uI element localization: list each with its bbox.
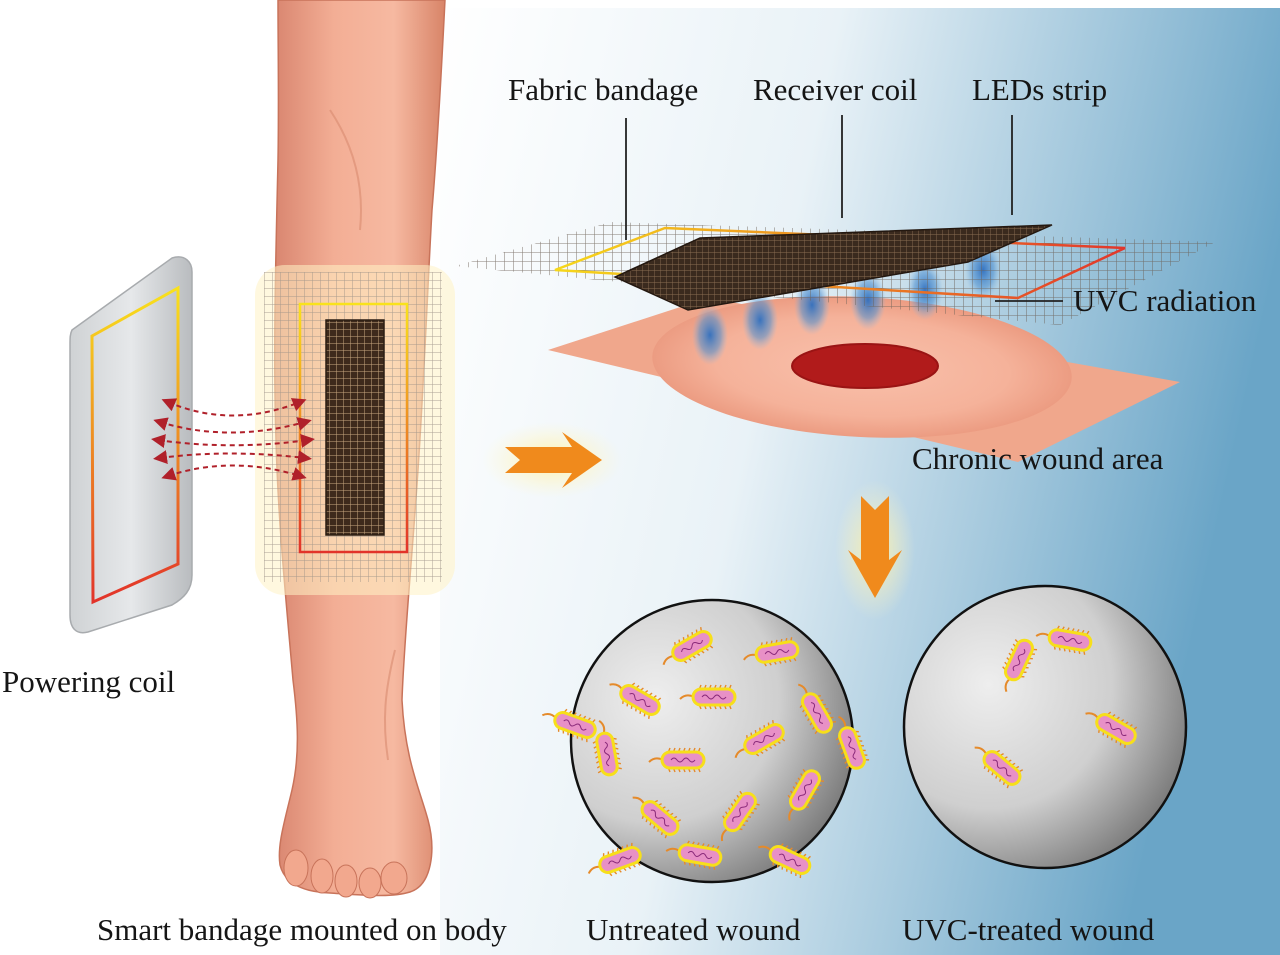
label-untreated-wound: Untreated wound: [586, 912, 801, 947]
bacterium: [757, 843, 812, 879]
bacterium: [797, 683, 836, 735]
magnetic-field-lines: [151, 398, 315, 481]
bacterium: [587, 842, 642, 877]
led-strip: [613, 224, 1053, 311]
bacterium: [720, 790, 760, 842]
arrow-down: [835, 480, 915, 620]
bacterium: [609, 682, 662, 719]
label-smart-bandage: Smart bandage mounted on body: [97, 912, 507, 947]
label-chronic-wound-area: Chronic wound area: [912, 441, 1164, 476]
bacterium: [787, 768, 824, 821]
bacterium: [1002, 638, 1038, 693]
wound-core: [791, 343, 939, 389]
receiver-coil-loop: [554, 226, 1126, 300]
leader-lines: [625, 115, 1063, 302]
bacterium: [743, 637, 800, 667]
bacterium: [1085, 711, 1138, 748]
label-uvc-treated-wound: UVC-treated wound: [902, 912, 1155, 947]
treated-dish: [902, 584, 1188, 870]
bacterium: [592, 720, 622, 777]
bacterium: [541, 708, 597, 743]
bacterium: [974, 746, 1024, 789]
label-receiver-coil: Receiver coil: [753, 72, 918, 107]
untreated-bacteria-group: [541, 627, 870, 879]
powering-coil-device: [69, 256, 193, 634]
bacterium: [648, 747, 706, 773]
bacterium: [734, 720, 786, 759]
bacterium: [835, 715, 870, 770]
label-powering-coil: Powering coil: [2, 664, 176, 699]
bacterium: [632, 796, 682, 839]
label-leds-strip: LEDs strip: [972, 72, 1108, 107]
bacterium: [1035, 625, 1093, 655]
arrow-right: [482, 422, 622, 498]
label-fabric-bandage: Fabric bandage: [508, 72, 699, 107]
bacterium: [665, 840, 723, 870]
label-uvc-radiation: UVC radiation: [1073, 283, 1257, 318]
bacterium: [679, 684, 737, 710]
leg-led-pad: [325, 319, 385, 536]
bacterium: [662, 627, 714, 666]
treated-bacteria-group: [974, 625, 1138, 789]
